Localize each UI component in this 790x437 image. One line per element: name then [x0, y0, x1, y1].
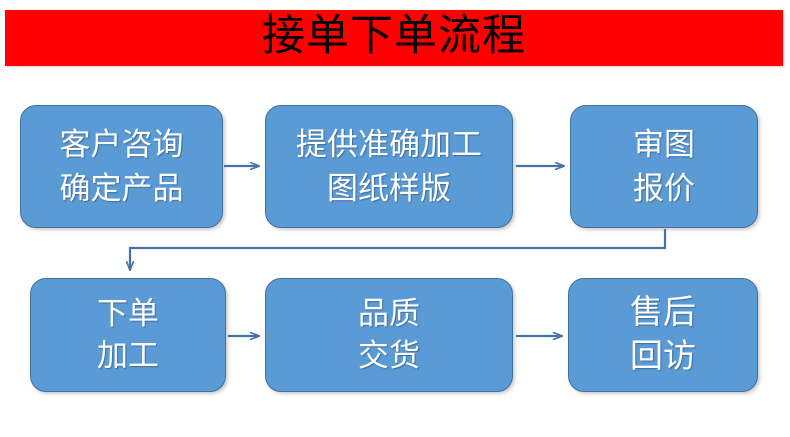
node-line: 售后	[630, 295, 696, 331]
node-line: 交货	[358, 338, 420, 373]
node-line: 客户咨询	[59, 126, 184, 162]
process-node-after-sales[interactable]: 售后 回访	[568, 278, 758, 392]
node-line: 回访	[630, 339, 696, 375]
node-line: 品质	[358, 296, 420, 331]
node-line: 报价	[633, 170, 695, 206]
node-line: 图纸样版	[327, 170, 451, 206]
process-node-provide-drawings[interactable]: 提供准确加工 图纸样版	[265, 105, 513, 228]
process-node-customer-inquiry[interactable]: 客户咨询 确定产品	[20, 105, 223, 228]
node-line: 提供准确加工	[296, 126, 482, 162]
page-title: 接单下单流程	[262, 13, 526, 60]
title-banner: 接单下单流程	[5, 10, 783, 66]
node-line: 审图	[633, 126, 695, 162]
process-node-review-quote[interactable]: 审图 报价	[570, 105, 758, 228]
arrow-n3-to-n4	[130, 229, 667, 270]
process-node-order-processing[interactable]: 下单 加工	[30, 278, 226, 392]
node-line: 确定产品	[59, 170, 184, 206]
process-node-quality-delivery[interactable]: 品质 交货	[265, 278, 513, 392]
node-line: 下单	[97, 296, 159, 331]
node-line: 加工	[97, 338, 159, 373]
